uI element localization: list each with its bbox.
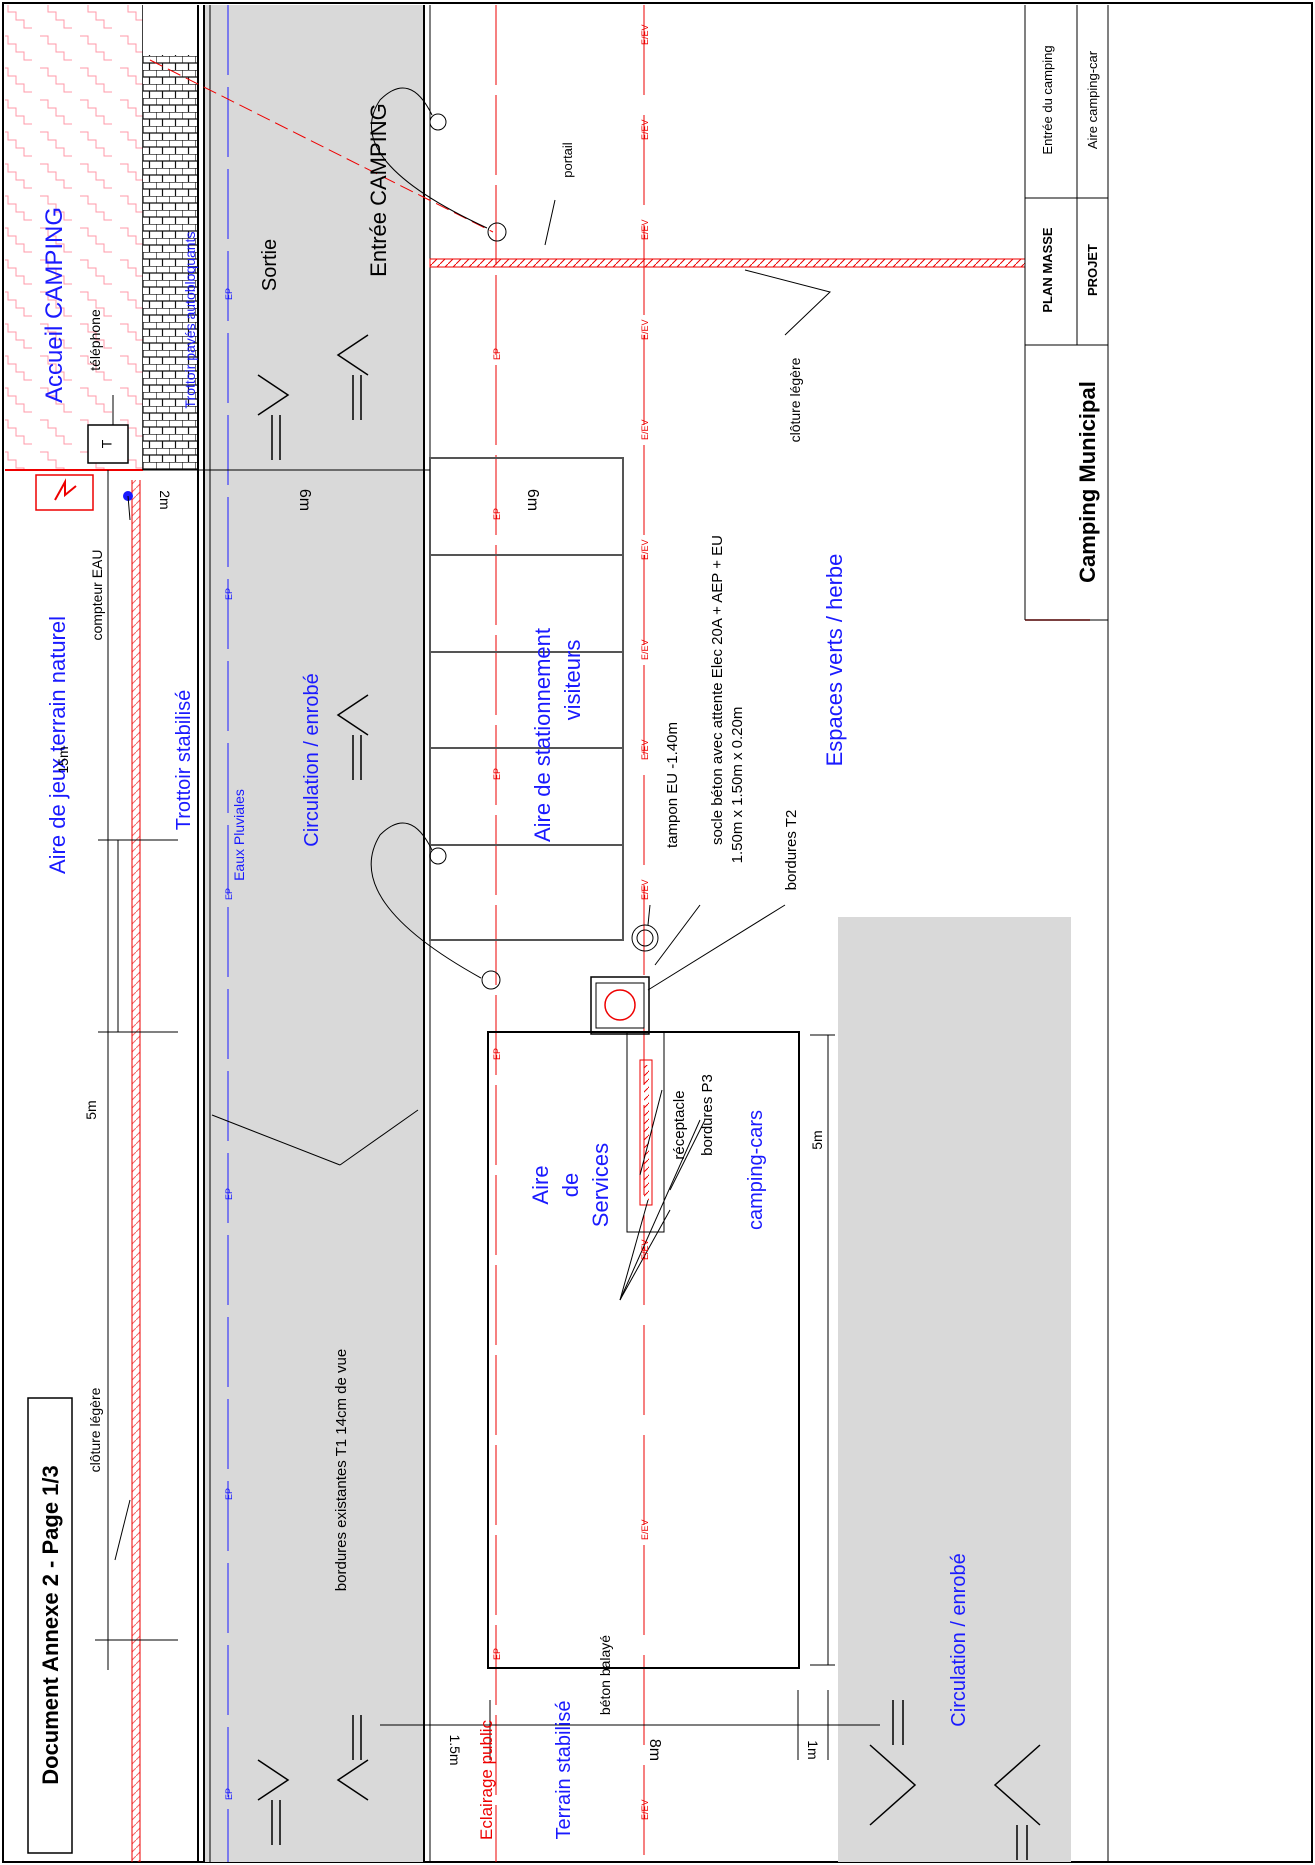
dim-15m: 15m: [55, 746, 71, 773]
bordures-existantes-label: bordures existantes T1 14cm de vue: [333, 1349, 350, 1591]
aire-jeux-label: Aire de jeux terrain naturel: [45, 616, 70, 874]
svg-text:E/EV: E/EV: [640, 879, 650, 900]
dim-2m: 2m: [157, 490, 173, 509]
document-title-box: [27, 1397, 73, 1854]
plan-masse-label: PLAN MASSE: [1040, 227, 1055, 313]
svg-text:EP: EP: [224, 1188, 234, 1200]
svg-text:EP: EP: [492, 1648, 502, 1660]
svg-text:EP: EP: [492, 1048, 502, 1060]
compteur-label: compteur EAU: [89, 549, 105, 640]
bordures-t2-label: bordures T2: [783, 810, 800, 891]
diagonal-pipe: [149, 59, 494, 233]
eev-markers: E/EV E/EV E/EV E/EV E/EV E/EV E/EV E/EV …: [640, 24, 650, 1820]
dim-1-5m: 1.5m: [447, 1734, 463, 1765]
sortie-label: Sortie: [259, 239, 281, 291]
dimension-lines: [95, 469, 880, 1760]
svg-text:E/EV: E/EV: [640, 739, 650, 760]
ep-markers-road: EP EP EP EP EP EP: [224, 288, 234, 1800]
trottoir-stabilise-label: Trottoir stabilisé: [173, 690, 195, 830]
svg-text:E/EV: E/EV: [640, 1239, 650, 1260]
socle-label-2: 1.50m x 1.50m x 0.20m: [729, 707, 746, 864]
socle-beton: [590, 976, 650, 1035]
circulation-top-label: Circulation / enrobé: [301, 673, 323, 846]
svg-text:EP: EP: [224, 1488, 234, 1500]
accueil-building: [5, 5, 143, 470]
aire-services-label-3: Services: [588, 1143, 613, 1227]
dim-6m-parking: 6m: [524, 489, 541, 511]
camping-municipal-title: Camping Municipal: [1075, 381, 1100, 583]
stationnement-label-2: visiteurs: [560, 640, 585, 721]
receptacle-label: réceptacle: [671, 1090, 688, 1159]
svg-text:E/EV: E/EV: [640, 539, 650, 560]
dim-8m: 8m: [646, 1739, 663, 1761]
camping-cars-label: camping-cars: [745, 1110, 767, 1230]
receptacle-slab: [626, 1031, 665, 1233]
svg-text:E/EV: E/EV: [640, 639, 650, 660]
svg-text:E/EV: E/EV: [640, 1519, 650, 1540]
svg-text:EP: EP: [224, 888, 234, 900]
fence-bottom-label: clôture légère: [87, 1387, 103, 1472]
svg-text:EP: EP: [224, 588, 234, 600]
svg-text:E/EV: E/EV: [640, 1799, 650, 1820]
tampon-eu: [631, 924, 659, 952]
svg-text:E/EV: E/EV: [640, 119, 650, 140]
eaux-pluviales-label: Eaux Pluviales: [231, 789, 247, 881]
circulation-bottom-label: Circulation / enrobé: [948, 1553, 970, 1726]
svg-text:E/EV: E/EV: [640, 219, 650, 240]
aire-services-label-1: Aire: [528, 1165, 553, 1204]
traffic-arrows: [257, 334, 1041, 1860]
socle-label-1: socle béton avec attente Elec 20A + AEP …: [709, 535, 726, 845]
projet-value: Aire camping-car: [1085, 50, 1100, 149]
stationnement-label-1: Aire de stationnement: [530, 628, 555, 842]
circulation-lot: [838, 917, 1071, 1862]
paved-sidewalk-label: Trottoir pavés autobloquants: [182, 232, 198, 409]
projet-label: PROJET: [1085, 244, 1100, 296]
dim-5m-left: 5m: [83, 1100, 99, 1119]
gate-lower: [370, 822, 501, 990]
leader-lines: [112, 199, 831, 1561]
svg-text:EP: EP: [492, 508, 502, 520]
svg-text:E/EV: E/EV: [640, 319, 650, 340]
ep-markers-red: EP EP EP EP EP: [492, 348, 502, 1660]
telephone-label: téléphone: [87, 309, 103, 371]
visitor-parking: [429, 457, 624, 941]
dim-6m-road: 6m: [296, 489, 313, 511]
eclairage-label: Eclairage public: [477, 1719, 496, 1840]
svg-text:EP: EP: [224, 1788, 234, 1800]
dim-5m-service: 5m: [809, 1130, 825, 1149]
svg-text:E/EV: E/EV: [640, 24, 650, 45]
title-block: [1025, 5, 1109, 1862]
svg-text:T: T: [99, 439, 115, 448]
aire-services-label-2: de: [558, 1173, 583, 1197]
bordures-p3-label: bordures P3: [699, 1074, 716, 1156]
fence-top: [429, 258, 1026, 268]
accueil-label: Accueil CAMPING: [41, 207, 68, 403]
svg-text:E/EV: E/EV: [640, 419, 650, 440]
espaces-verts-label: Espaces verts / herbe: [822, 554, 847, 767]
document-title: Document Annexe 2 - Page 1/3: [38, 1465, 63, 1785]
telephone-box: [87, 424, 129, 464]
terrain-stabilise-label: Terrain stabilisé: [553, 1701, 575, 1840]
svg-text:EP: EP: [492, 348, 502, 360]
fence-top-label: clôture légère: [787, 357, 803, 442]
plan-masse-value: Entrée du camping: [1040, 45, 1055, 154]
gate-upper: [370, 87, 507, 242]
paved-sidewalk: [143, 55, 198, 470]
tampon-label: tampon EU -1.40m: [664, 722, 681, 848]
dim-1m: 1m: [805, 1740, 821, 1759]
entree-label: Entrée CAMPING: [366, 103, 391, 277]
main-road: [204, 5, 424, 1862]
svg-text:EP: EP: [492, 768, 502, 780]
beton-balaye-label: béton balayé: [597, 1635, 613, 1715]
portail-label: portail: [560, 142, 575, 178]
svg-text:EP: EP: [224, 288, 234, 300]
